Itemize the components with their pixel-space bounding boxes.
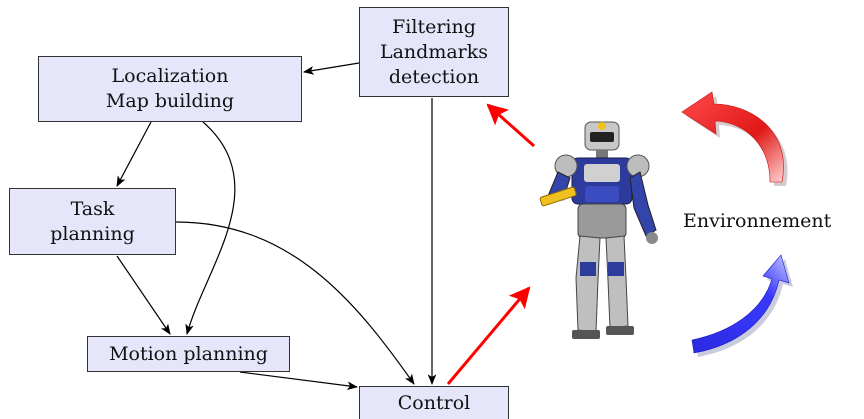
node-motion-line-1: Motion planning [109,342,268,365]
arrow-filtering-to-localization [302,62,360,75]
node-localization-line-2: Map building [105,90,235,112]
node-control-line-1: Control [397,391,471,414]
arrow-motion-to-control [239,371,359,391]
node-task-planning: Task planning [9,188,176,255]
arrow-localization-to-task [116,121,152,187]
node-motion-planning: Motion planning [87,336,290,372]
node-filtering: Filtering Landmarks detection [359,7,509,97]
node-filtering-line-1: Filtering [392,15,476,38]
node-control: Control [359,386,509,419]
environment-arrow-bottom [691,254,793,357]
arrow-localization-to-motion [185,121,236,336]
node-localization: Localization Map building [38,56,302,122]
node-filtering-line-2: Landmarks [379,40,489,63]
node-task-line-2: planning [50,222,135,245]
environment-label: Environnement [683,210,832,232]
node-localization-line-1: Localization [111,65,229,87]
arrow-robot-to-filtering [486,103,535,148]
arrow-task-to-motion [116,255,171,335]
environment-arrow-top [681,91,788,186]
arrow-task-to-control [175,221,415,385]
node-filtering-line-3: detection [388,65,480,88]
humanoid-robot-icon [539,121,658,339]
node-task-line-1: Task [70,197,115,220]
arrow-control-to-robot [446,286,531,385]
